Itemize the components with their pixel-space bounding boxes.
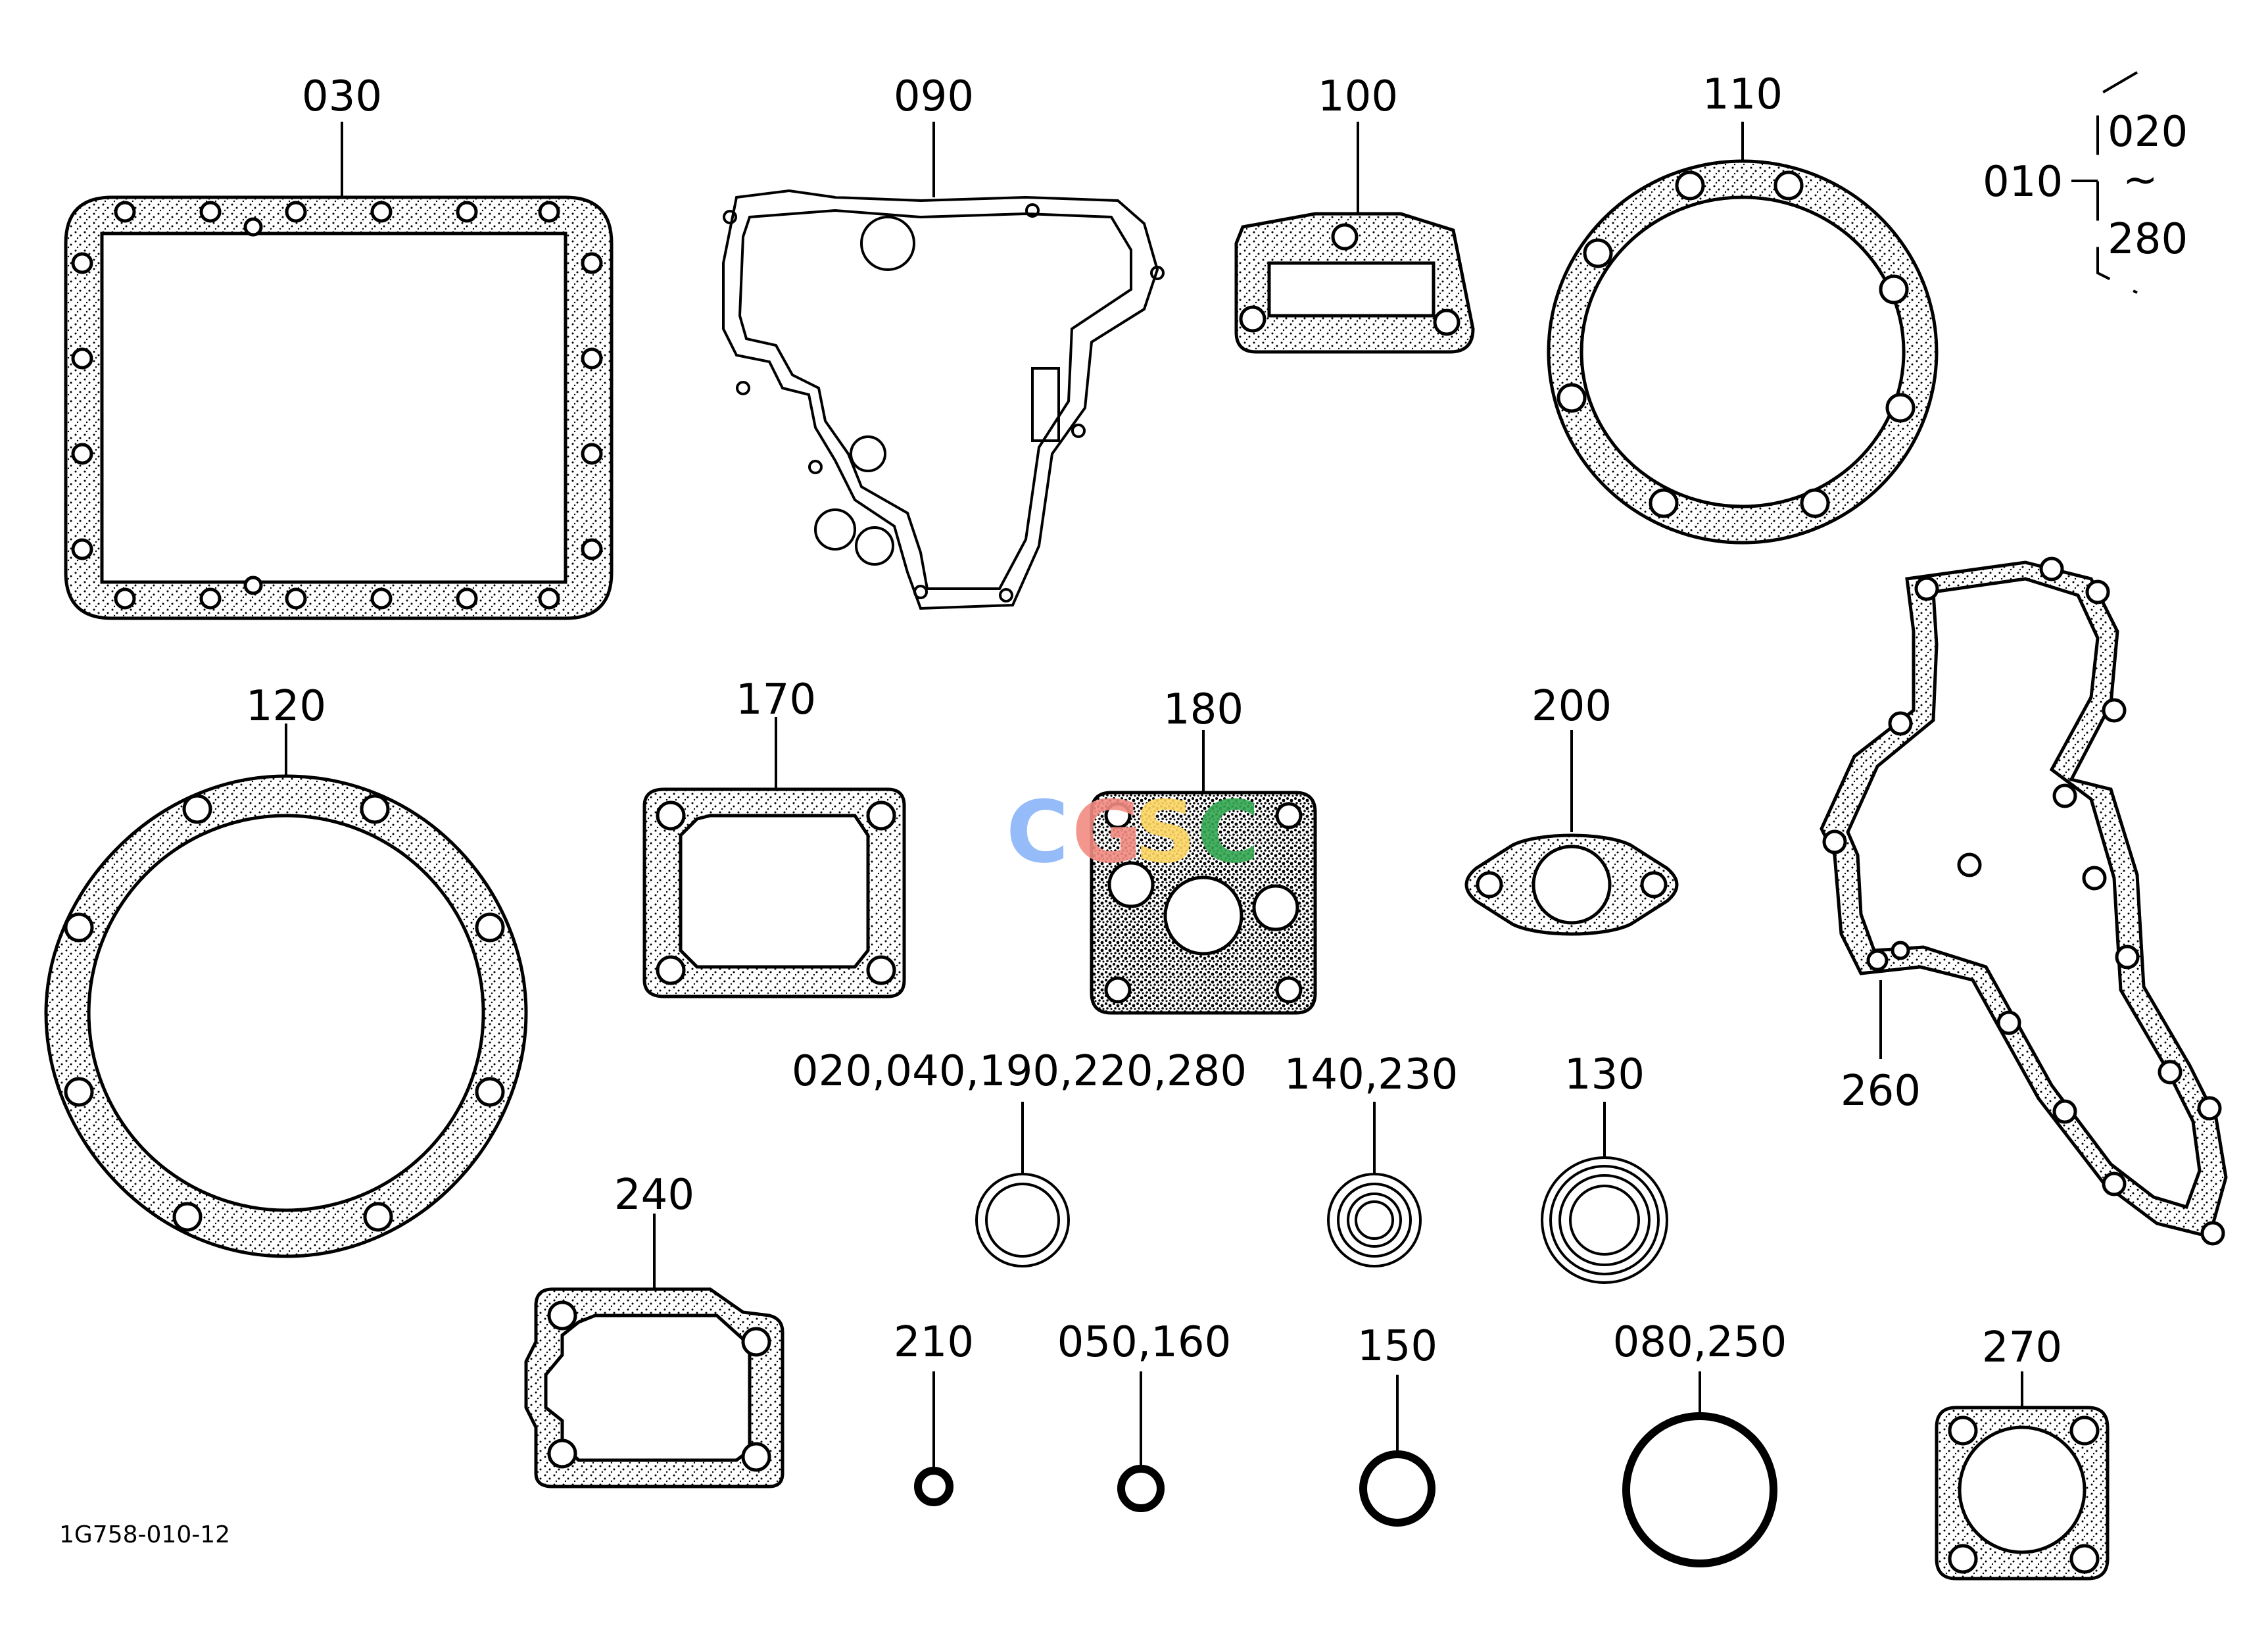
gasket-260[interactable]: 260: [1820, 556, 2228, 1246]
watermark-logo: C G S C: [1006, 782, 1259, 882]
gasket-100[interactable]: 100: [1234, 72, 1475, 354]
gasket-170[interactable]: 170: [642, 676, 906, 998]
gasket-240[interactable]: 240: [524, 1171, 784, 1488]
seal-130[interactable]: 130: [1541, 1050, 1668, 1284]
watermark-s: S: [1134, 782, 1196, 882]
label-140-230: 140,230: [1284, 1050, 1459, 1099]
label-240: 240: [614, 1171, 694, 1219]
gasket-030[interactable]: 030: [64, 72, 614, 620]
label-260: 260: [1841, 1067, 1921, 1116]
gasket-200[interactable]: 200: [1464, 682, 1679, 936]
drawing-code: 1G758-010-12: [59, 1521, 230, 1548]
oring-080-250[interactable]: 080,250: [1613, 1318, 1787, 1567]
bolt-holes-090: [723, 203, 1165, 602]
label-030: 030: [302, 72, 382, 121]
label-020: 020: [2108, 108, 2188, 157]
label-130: 130: [1564, 1050, 1645, 1099]
label-210: 210: [894, 1318, 974, 1367]
watermark-c1: C: [1006, 782, 1069, 882]
label-280: 280: [2108, 215, 2188, 264]
label-150: 150: [1357, 1322, 1437, 1371]
kit-010-bracket[interactable]: 010 020 ~ 280: [1983, 71, 2188, 294]
gasket-270[interactable]: 270: [1935, 1323, 2110, 1581]
watermark-g: G: [1072, 782, 1142, 882]
label-tilde: ~: [2123, 156, 2158, 205]
label-170: 170: [736, 676, 816, 724]
label-100: 100: [1318, 72, 1398, 121]
label-090: 090: [894, 72, 974, 121]
gasket-110[interactable]: 110: [1547, 70, 1939, 545]
label-080-250: 080,250: [1613, 1318, 1787, 1367]
label-110: 110: [1702, 70, 1783, 119]
oring-020-040-190-220-280[interactable]: 020,040,190,220,280: [792, 1047, 1247, 1267]
gasket-090[interactable]: 090: [722, 72, 1165, 610]
label-270: 270: [1982, 1323, 2062, 1372]
oring-050-160[interactable]: 050,160: [1057, 1318, 1232, 1512]
oring-150[interactable]: 150: [1357, 1322, 1437, 1527]
label-020-040-190-220-280: 020,040,190,220,280: [792, 1047, 1247, 1096]
bolt-holes-120: [64, 794, 505, 1232]
label-050-160: 050,160: [1057, 1318, 1232, 1367]
bolt-holes-110: [1556, 170, 1916, 518]
label-200: 200: [1532, 682, 1612, 731]
label-120: 120: [246, 682, 326, 731]
bolt-holes-260: [1822, 556, 2225, 1246]
watermark-c2: C: [1197, 782, 1259, 882]
bolt-holes-030: [71, 201, 603, 610]
oring-210[interactable]: 210: [894, 1318, 974, 1506]
gasket-120[interactable]: 120: [44, 682, 528, 1258]
gasket-180[interactable]: 180: [1090, 685, 1317, 1015]
label-180: 180: [1163, 685, 1243, 734]
label-010: 010: [1983, 158, 2063, 207]
seal-140-230[interactable]: 140,230: [1284, 1050, 1459, 1267]
